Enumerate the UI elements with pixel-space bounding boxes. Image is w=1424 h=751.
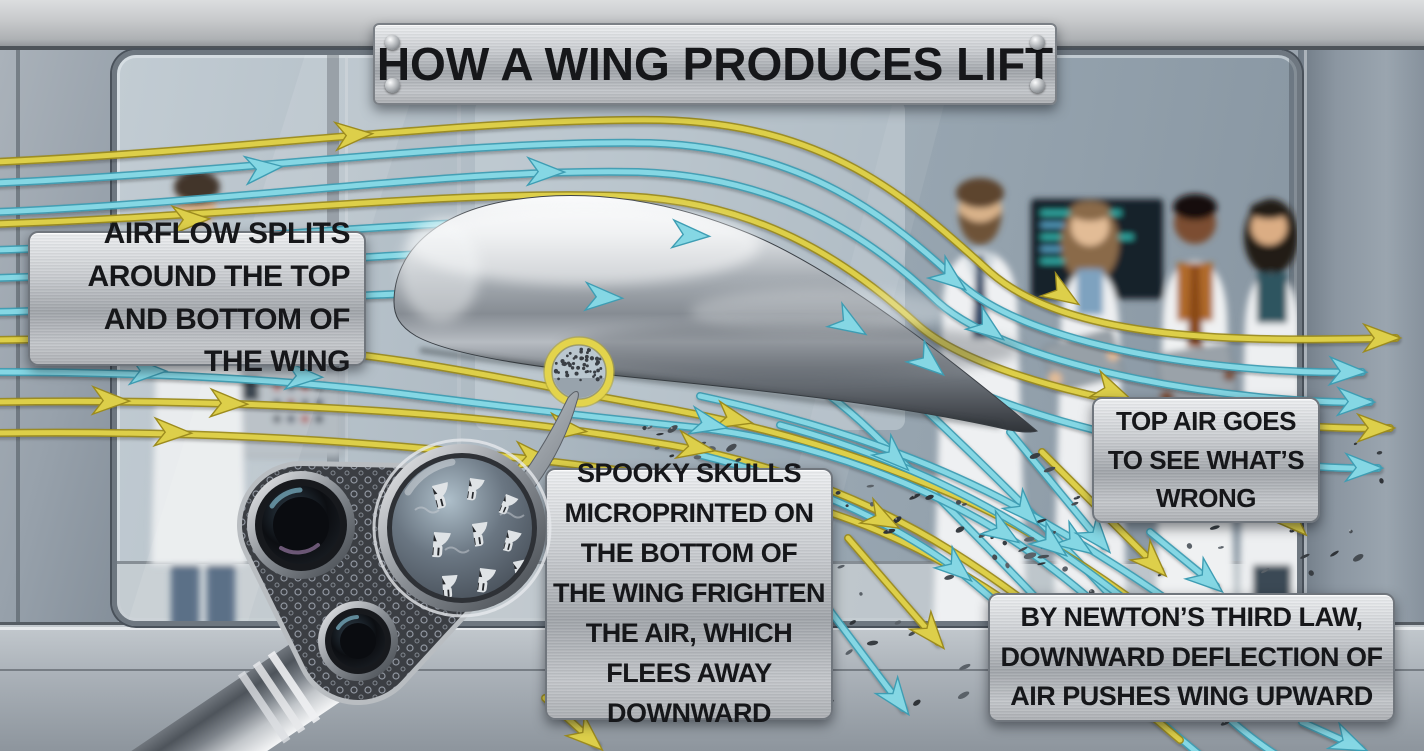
screw-icon: [385, 78, 400, 93]
title-plate: HOW A WING PRODUCES LIFT: [373, 23, 1057, 105]
callout-airflow-splits: AIRFLOW SPLITS AROUND THE TOP AND BOTTOM…: [28, 217, 366, 378]
callout-airflow-splits-text: AIRFLOW SPLITS AROUND THE TOP AND BOTTOM…: [87, 217, 351, 379]
callout-newtons-law-text: BY NEWTON’S THIRD LAW, DOWNWARD DEFLECTI…: [1000, 601, 1383, 712]
screw-icon: [385, 35, 400, 50]
callout-top-air: TOP AIR GOES TO SEE WHAT’S WRONG: [1092, 397, 1320, 523]
scientist-bearded-man: [932, 178, 1028, 621]
callout-spooky-skulls: SPOOKY SKULLS MICROPRINTED ON THE BOTTOM…: [545, 458, 833, 728]
screw-icon: [1030, 78, 1045, 93]
callout-newtons-law: BY NEWTON’S THIRD LAW, DOWNWARD DEFLECTI…: [988, 593, 1395, 722]
page-title: HOW A WING PRODUCES LIFT: [376, 38, 1054, 90]
callout-spooky-skulls-text: SPOOKY SKULLS MICROPRINTED ON THE BOTTOM…: [553, 458, 825, 728]
glass-seam: [457, 65, 461, 545]
callout-top-air-text: TOP AIR GOES TO SEE WHAT’S WRONG: [1107, 406, 1305, 514]
screw-icon: [1030, 35, 1045, 50]
